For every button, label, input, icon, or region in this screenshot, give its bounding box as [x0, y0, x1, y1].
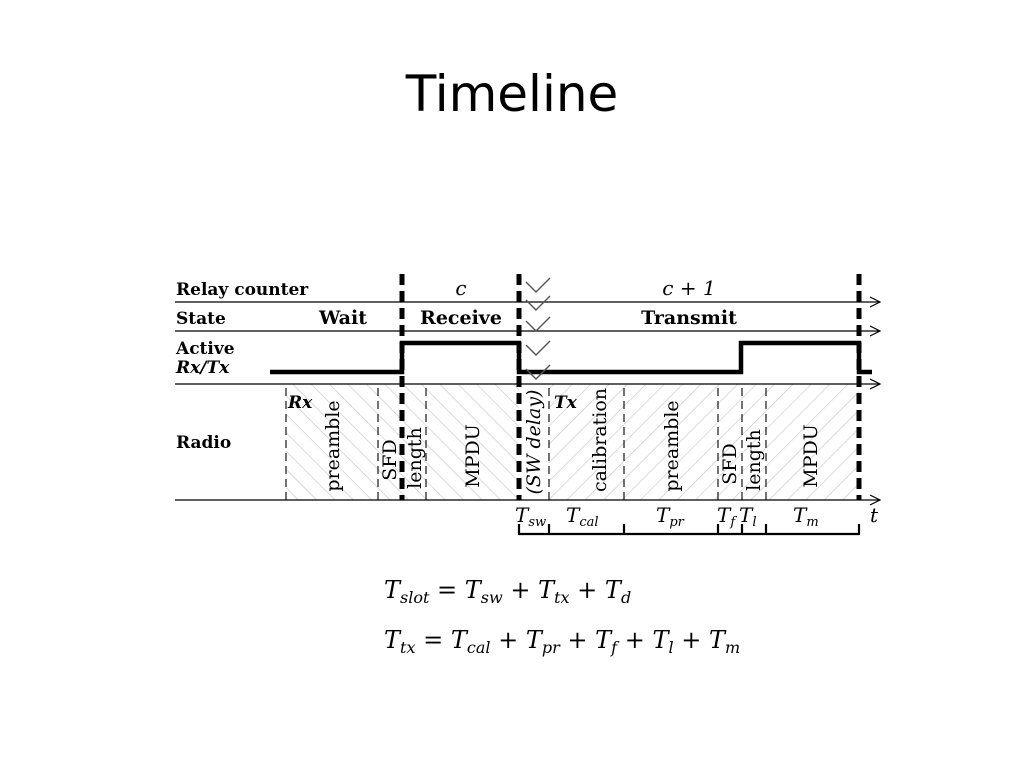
timing-t-cal: Tcal	[566, 503, 599, 530]
tx-hatch-area	[549, 384, 859, 500]
state-transmit: Transmit	[641, 307, 737, 329]
state-wait: Wait	[318, 307, 367, 329]
rx-segment-mpdu: MPDU	[462, 424, 484, 488]
time-axis-label: t	[870, 503, 879, 527]
slot-boundaries	[399, 274, 862, 500]
relay-counter-c: c	[455, 276, 466, 300]
tx-segment-preamble: preamble	[661, 400, 683, 491]
equation-tx: Ttx = Tcal + Tpr + Tf + Tl + Tm	[384, 626, 740, 657]
row-label-rxtx: Rx/Tx	[175, 358, 230, 378]
tx-segment-mpdu: MPDU	[800, 424, 822, 488]
tx-segment-sfd: SFD	[719, 443, 741, 484]
row-label-state: State	[176, 309, 226, 329]
row-lines	[175, 296, 882, 506]
tx-segment-length: length	[743, 429, 765, 491]
row-label-radio: Radio	[176, 433, 231, 453]
rx-segment-sfd: SFD	[379, 439, 401, 480]
timing-t-f: Tf	[717, 503, 737, 530]
relay-counter-c-plus-1: c + 1	[662, 276, 715, 300]
state-receive: Receive	[420, 307, 502, 329]
check-mark-icons	[525, 277, 551, 380]
sw-delay-label: (SW delay)	[523, 390, 545, 495]
rx-segment-preamble: preamble	[322, 400, 344, 491]
equation-slot: Tslot = Tsw + Ttx + Td	[384, 576, 631, 607]
timing-t-l: Tl	[739, 503, 757, 530]
slide-title: Timeline	[405, 65, 619, 123]
timing-t-pr: Tpr	[656, 503, 685, 530]
rx-segment-length: length	[404, 427, 426, 489]
timing-t-m: Tm	[793, 503, 819, 530]
timing-bracket	[517, 524, 861, 536]
radio-tx-label: Tx	[554, 393, 578, 413]
segment-separators	[285, 388, 767, 500]
row-label-relay-counter: Relay counter	[176, 280, 309, 300]
timing-t-sw: Tsw	[515, 503, 546, 530]
row-label-active: Active	[175, 339, 235, 359]
radio-rx-label: Rx	[287, 393, 313, 413]
active-signal	[270, 340, 872, 375]
tx-segment-calibration: calibration	[589, 388, 611, 492]
